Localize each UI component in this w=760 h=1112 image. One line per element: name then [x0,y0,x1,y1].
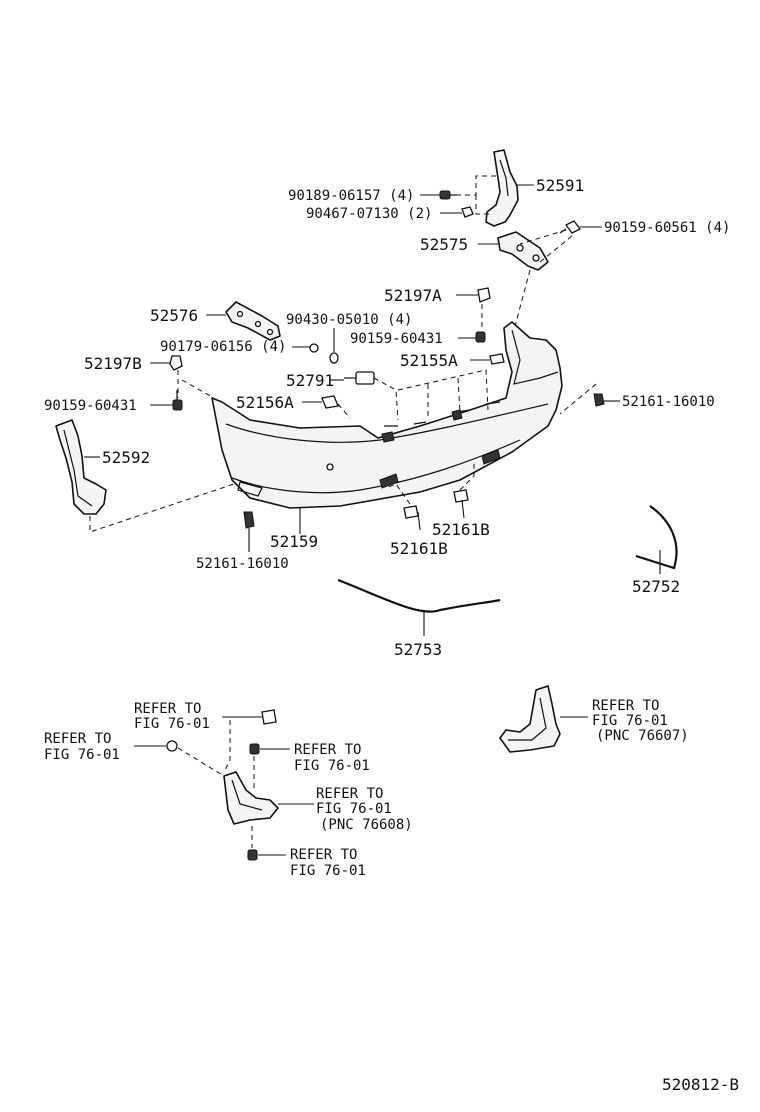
mudguard-right[interactable] [499,685,561,753]
label-52197A: 52197A [384,286,442,305]
label-52155A: 52155A [400,351,458,370]
screw-90159-60431-top[interactable] [475,331,486,343]
refer-r4[interactable]: REFER TO FIG 76-01 (PNC 76608) [316,786,413,833]
molding-52752[interactable] [635,505,678,570]
clip-refer-r1[interactable] [261,709,277,725]
clip-52161B-b[interactable] [453,489,469,503]
label-52753: 52753 [394,640,442,659]
refer-r6[interactable]: REFER TO FIG 76-01 (PNC 76607) [592,698,689,744]
refer-r5[interactable]: REFER TO FIG 76-01 [290,847,366,879]
screw-52161-16010-right[interactable] [593,393,605,407]
bracket-52575[interactable] [497,231,549,271]
retainer-52197A[interactable] [477,287,491,303]
label-90159-60431-top: 90159-60431 [350,331,443,347]
label-90159-60431-left: 90159-60431 [44,398,137,414]
label-90467-07130: 90467-07130 (2) [306,206,432,222]
figure-code: 520812-B [662,1075,739,1094]
label-90179-06156: 90179-06156 (4) [160,339,286,355]
clip-52161B-a[interactable] [403,505,419,519]
bracket-52592[interactable] [55,419,107,515]
label-90159-60561: 90159-60561 (4) [604,220,730,236]
label-52161-16010-bottom: 52161-16010 [196,556,289,572]
grommet-refer-r2[interactable] [166,740,178,752]
label-52752: 52752 [632,577,680,596]
screw-52161-16010-bottom[interactable] [243,511,255,529]
clip-52156A[interactable] [321,395,339,409]
bumper-cover-52159[interactable] [211,321,563,509]
cap-52791[interactable] [344,371,375,385]
label-52159: 52159 [270,532,318,551]
screw-refer-r3[interactable] [249,743,260,755]
retainer-52197B[interactable] [169,355,183,371]
refer-r1[interactable]: REFER TO FIG 76-01 [134,701,210,732]
label-90189-06157: 90189-06157 (4) [288,188,414,204]
refer-r3[interactable]: REFER TO FIG 76-01 [294,742,370,774]
mudguard-left[interactable] [223,771,279,825]
label-52161B-a: 52161B [432,520,490,539]
label-52161B-b: 52161B [390,539,448,558]
bracket-52591[interactable] [485,149,519,227]
label-90430-05010: 90430-05010 (4) [286,312,412,328]
washer-90430-05010[interactable] [329,352,339,364]
label-52576: 52576 [150,306,198,325]
molding-52753[interactable] [337,578,501,613]
screw-refer-r5[interactable] [247,849,258,861]
nut-90179-06156[interactable] [309,343,319,353]
label-52156A: 52156A [236,393,294,412]
label-52791: 52791 [286,371,334,390]
callout-labels: 52591 90189-06157 (4) 90467-07130 (2) 90… [44,176,730,659]
label-52197B: 52197B [84,354,142,373]
refer-r2[interactable]: REFER TO FIG 76-01 [44,731,120,763]
label-52591: 52591 [536,176,584,195]
bolt-90189[interactable] [439,190,456,200]
label-52161-16010-right: 52161-16010 [622,394,715,410]
refer-notes: REFER TO FIG 76-01 REFER TO FIG 76-01 RE… [44,698,689,879]
clip-52155A[interactable] [489,353,505,365]
label-52592: 52592 [102,448,150,467]
clip-90467[interactable] [461,206,474,218]
label-52575: 52575 [420,235,468,254]
